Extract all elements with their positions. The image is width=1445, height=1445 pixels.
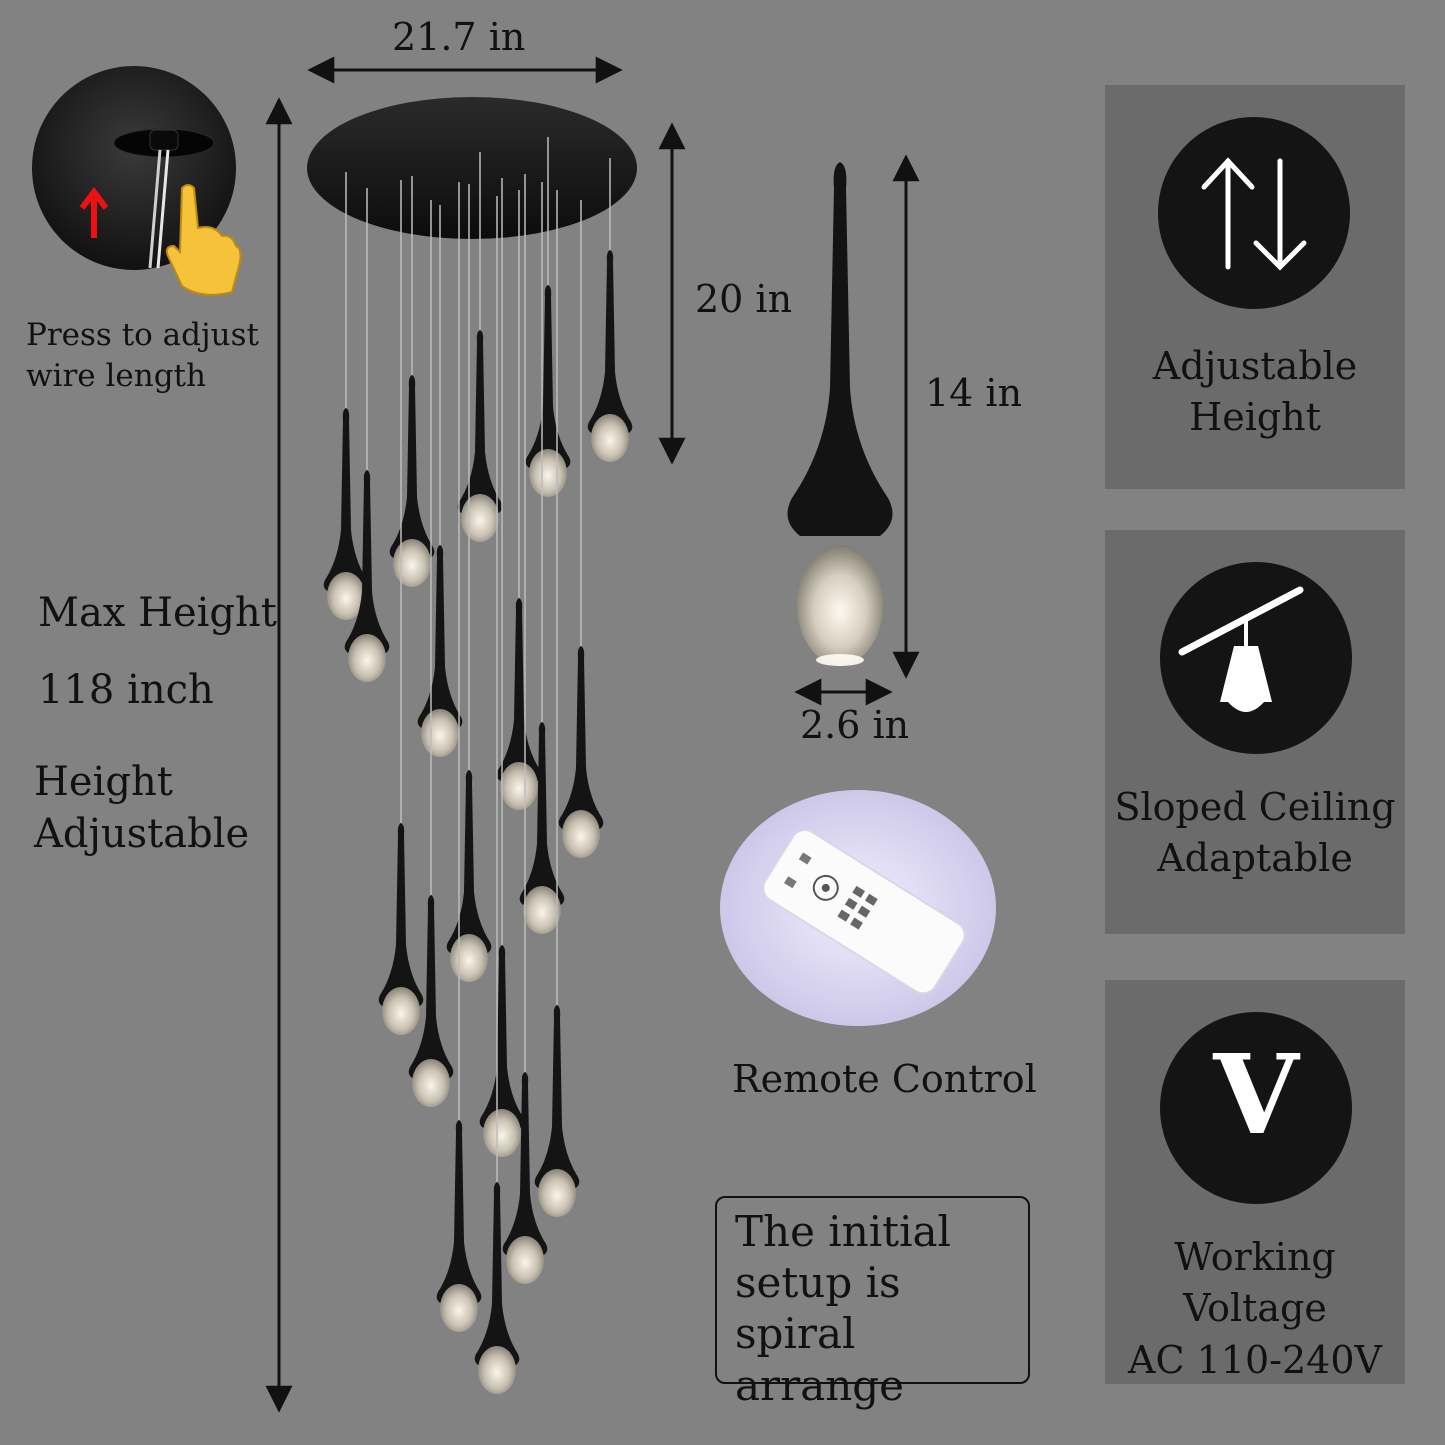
sloped-ceiling-lamp-icon [1178,586,1304,712]
pendant-crystal-globe [591,414,629,462]
pendant-body [389,375,435,559]
pendant-crystal-globe [523,886,561,934]
up-down-arrows-icon [1201,157,1307,271]
wire-note: Press to adjust wire length [26,317,259,394]
pendant-crystal-globe [500,762,538,810]
pendant-body [534,1005,580,1189]
pendant-crystal-globe [461,494,499,542]
pendant-body [417,545,463,729]
pendant-body [519,722,565,906]
pendant-body [446,770,492,954]
pendant-crystal-globe [506,1236,544,1284]
feature-panel-adjustable-height: Adjustable Height [1105,85,1405,489]
pendant-crystal-globe [562,810,600,858]
pendant-crystal-globe [478,1346,516,1394]
pendant-crystal-globe [382,987,420,1035]
feature-panel-voltage: V Working Voltage AC 110-240V [1105,980,1405,1384]
pendant-body [344,470,390,654]
pendant-crystal-globe [483,1109,521,1157]
pendant-body [474,1182,520,1366]
max-height-title: Max Height [38,590,277,636]
pendant-body [408,895,454,1079]
max-height-value: 118 inch [38,667,214,713]
pendant-crystal-globe [348,634,386,682]
remote-control-label: Remote Control [732,1057,1037,1101]
pendant-crystal-globe [412,1059,450,1107]
feature-label-sloped-ceiling: Sloped Ceiling Adaptable [1114,785,1396,881]
pendant-body [496,598,542,782]
pendant-body [502,1072,548,1256]
height-adjustable-note: Height Adjustable [34,759,250,857]
pendant-body [378,823,424,1007]
feature-label-voltage: Working Voltage AC 110-240V [1128,1235,1382,1382]
remote-control-illustration [720,790,996,1026]
feature-label-adjustable-height: Adjustable Height [1152,344,1358,440]
pendant-crystal-globe [393,539,431,587]
pendant-height-label: 14 in [925,371,1023,415]
pendant-crystal-globe [529,449,567,497]
pendant-crystal-globe [450,934,488,982]
width-label: 21.7 in [392,15,526,59]
pendant-body [558,646,604,830]
pendant-crystal-globe [538,1169,576,1217]
setup-note-text: The initial setup is spiral arrange [735,1207,951,1410]
feature-panel-sloped-ceiling: Sloped Ceiling Adaptable [1105,530,1405,934]
setup-note-box: The initial setup is spiral arrange [715,1196,1030,1410]
pendant-crystal-globe [421,709,459,757]
pendant-crystal-globe [327,572,365,620]
pendant-crystal-globe [440,1284,478,1332]
pendant-body [587,250,633,434]
pendant-body [457,330,503,514]
single-pendant-illustration [787,162,893,666]
pendant-body [436,1120,482,1304]
voltage-v-icon: V [1213,1030,1299,1159]
pendant-diameter-label: 2.6 in [800,703,910,747]
pendant-body [323,408,369,592]
drop-length-label: 20 in [695,277,793,321]
wire-adjust-illustration [32,66,242,296]
pendant-body [479,945,525,1129]
pendant-body [525,285,571,469]
